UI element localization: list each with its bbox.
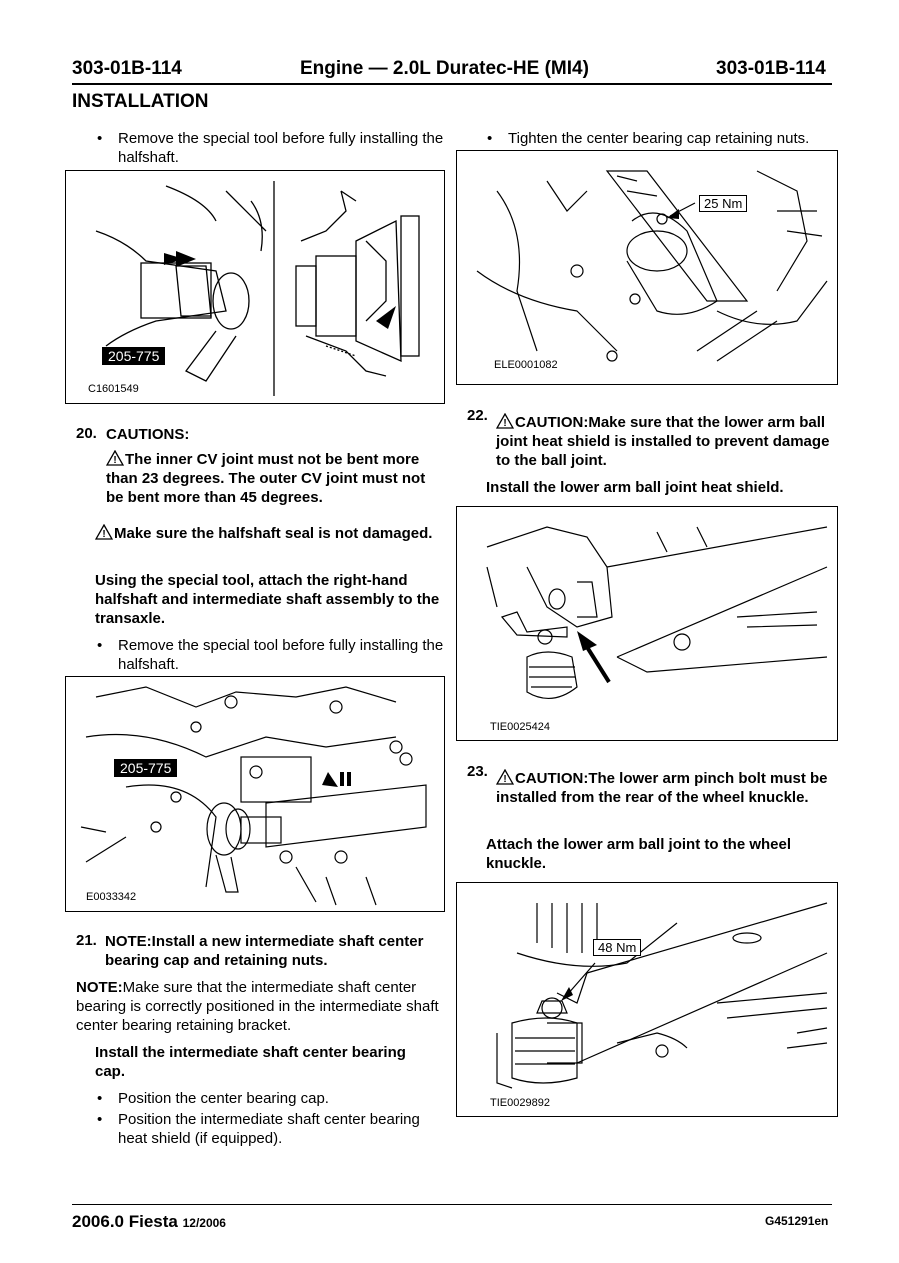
step-number: 21. <box>76 932 97 949</box>
footer-rule <box>72 1204 832 1205</box>
figure-heat-shield: TIE0025424 <box>456 506 838 741</box>
header-left-code: 303-01B-114 <box>72 58 182 79</box>
figure-caption: TIE0029892 <box>490 1097 550 1109</box>
svg-text:!: ! <box>102 529 105 540</box>
svg-text:!: ! <box>503 418 506 429</box>
step-number: 20. <box>76 425 97 442</box>
ball-joint-illustration <box>496 902 828 1089</box>
header-rule <box>72 83 832 85</box>
bullet-item: •Remove the special tool before fully in… <box>97 637 444 673</box>
instruction-text: Attach the lower arm ball joint to the w… <box>486 836 792 872</box>
center-bearing-illustration <box>476 170 828 362</box>
figure-halfshaft-install: 205-775 C1601549 <box>65 170 445 404</box>
note-text: NOTE:Make sure that the intermediate sha… <box>76 978 441 1035</box>
special-tool-tag: 205-775 <box>102 347 166 365</box>
bullet-item: •Position the center bearing cap. <box>97 1090 329 1107</box>
warning-triangle-icon: ! <box>106 450 124 466</box>
warning-triangle-icon: ! <box>95 524 113 540</box>
header-title: Engine — 2.0L Duratec-HE (MI4) <box>300 58 589 79</box>
special-tool-tag: 205-775 <box>114 759 178 777</box>
step-number: 22. <box>467 407 488 424</box>
figure-caption: ELE0001082 <box>494 359 558 371</box>
bullet-item: •Remove the special tool before fully in… <box>97 130 444 166</box>
footer-code: G451291en <box>765 1214 829 1228</box>
step-number: 23. <box>467 763 488 780</box>
heat-shield-illustration <box>486 526 828 699</box>
section-title: INSTALLATION <box>72 91 209 112</box>
footer-model: 2006.0 Fiesta 12/2006 <box>72 1212 226 1232</box>
torque-callout: 48 Nm <box>593 939 642 956</box>
torque-callout: 25 Nm <box>699 195 748 212</box>
instruction-text: Install the intermediate shaft center be… <box>95 1044 406 1080</box>
bullet-text: Remove the special tool before fully ins… <box>118 130 444 166</box>
caution-body: The inner CV joint must not be bent more… <box>106 451 426 506</box>
figure-center-bearing: 25 Nm ELE0001082 <box>456 150 838 385</box>
figure-caption: C1601549 <box>88 383 139 395</box>
header-right-code: 303-01B-114 <box>716 58 826 79</box>
bullet-item: •Position the intermediate shaft center … <box>97 1111 420 1147</box>
caution-text: ! Make sure the halfshaft seal is not dam… <box>95 524 435 543</box>
bullet-item: •Tighten the center bearing cap retainin… <box>487 130 810 147</box>
intermediate-shaft-illustration <box>80 686 427 906</box>
halfshaft-illustration <box>95 181 420 396</box>
figure-caption: E0033342 <box>86 891 137 903</box>
caution-text: !CAUTION:Make sure that the lower arm ba… <box>496 413 832 470</box>
note-label: NOTE: <box>76 979 123 996</box>
bullet-text: Tighten the center bearing cap retaining… <box>508 130 810 147</box>
caution-text: !The inner CV joint must not be bent mor… <box>106 450 436 507</box>
bullet-text: Position the intermediate shaft center b… <box>118 1111 420 1147</box>
warning-triangle-icon: ! <box>496 769 514 785</box>
svg-text:!: ! <box>503 774 506 785</box>
instruction-text: Install the lower arm ball joint heat sh… <box>486 479 784 496</box>
footer-model-name: 2006.0 Fiesta <box>72 1212 178 1231</box>
caution-body: CAUTION:The lower arm pinch bolt must be… <box>496 770 828 806</box>
bullet-text: Position the center bearing cap. <box>118 1090 329 1107</box>
note-body: Make sure that the intermediate shaft ce… <box>76 979 439 1034</box>
step-title: NOTE:Install a new intermediate shaft ce… <box>105 933 424 969</box>
instruction-text: Using the special tool, attach the right… <box>95 572 440 627</box>
caution-text: !CAUTION:The lower arm pinch bolt must b… <box>496 769 832 807</box>
step-title: CAUTIONS: <box>106 426 190 443</box>
figure-ball-joint-attach: 48 Nm TIE0029892 <box>456 882 838 1117</box>
figure-caption: TIE0025424 <box>490 721 550 733</box>
bullet-text: Remove the special tool before fully ins… <box>118 637 444 673</box>
footer-date: 12/2006 <box>182 1216 226 1230</box>
figure-intermediate-shaft: 205-775 E0033342 <box>65 676 445 912</box>
svg-text:!: ! <box>113 455 116 466</box>
warning-triangle-icon: ! <box>496 413 514 429</box>
caution-body: Make sure the halfshaft seal is not dama… <box>114 525 433 542</box>
caution-body: CAUTION:Make sure that the lower arm bal… <box>496 414 830 469</box>
